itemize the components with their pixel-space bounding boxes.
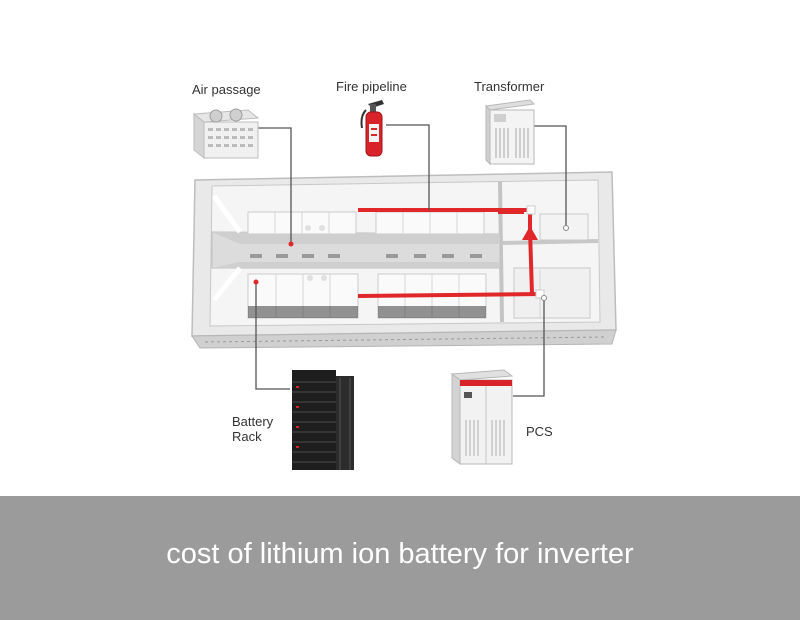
battery-modules-lower <box>247 273 487 319</box>
pcs-cabinet-icon <box>450 369 514 465</box>
label-transformer: Transformer <box>474 79 545 94</box>
air-conditioner-icon <box>192 108 260 160</box>
leader-lines <box>255 124 567 397</box>
caption-bar: cost of lithium ion battery for inverter <box>0 496 800 620</box>
caption-text: cost of lithium ion battery for inverter <box>166 537 634 570</box>
transformer-icon <box>484 99 536 166</box>
battery-rack-icon <box>292 370 354 470</box>
label-battery-rack: Battery Rack <box>232 414 274 444</box>
fire-extinguisher-icon <box>360 100 384 157</box>
battery-modules-upper <box>247 211 485 235</box>
container-diagram <box>191 99 617 470</box>
label-fire-pipeline: Fire pipeline <box>336 79 407 94</box>
label-pcs: PCS <box>526 424 553 439</box>
label-air-passage: Air passage <box>192 82 261 97</box>
